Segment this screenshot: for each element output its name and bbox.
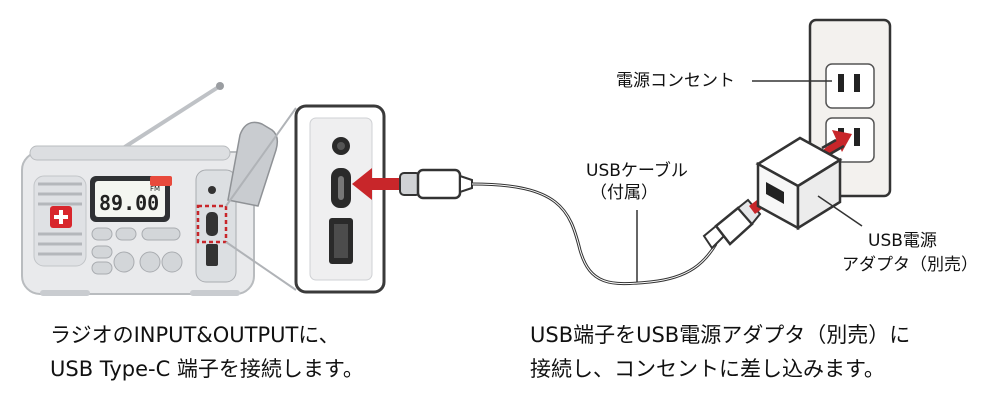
adapter-label-line1: USB電源 (868, 231, 937, 251)
left-caption-line2: USB Type-C 端子を接続します。 (50, 357, 364, 381)
insert-arrow-radio (352, 168, 402, 200)
radio-top-band (29, 145, 231, 161)
radio-antenna-tip (216, 82, 224, 90)
zoom-line-bottom (225, 241, 297, 291)
radio-illustration: 89.00 FM (21, 82, 279, 296)
adapter-label-line2: アダプタ（別売） (842, 255, 978, 275)
cable-label-line2: （付属） (590, 183, 658, 203)
radio-usb-a-port (206, 244, 218, 266)
lcd-screen (95, 181, 165, 217)
zoom-line-top (225, 107, 297, 207)
lcd-band: FM (150, 185, 160, 193)
right-caption-line1: USB端子をUSB電源アダプタ（別売）に (530, 323, 911, 347)
radio-usb-c-port (206, 212, 218, 236)
usb-power-adapter (755, 136, 845, 231)
radio-buttons (91, 176, 183, 275)
usb-a-plug (702, 198, 762, 250)
left-caption-line1: ラジオのINPUT&OUTPUTに、 (50, 323, 340, 347)
adapter-label-leader (817, 195, 863, 227)
right-caption-line2: 接続し、コンセントに差し込みます。 (530, 357, 885, 381)
radio-antenna (118, 84, 222, 152)
port-highlight-box (196, 204, 228, 244)
usb-c-plug (399, 168, 473, 200)
lcd-frequency: 89.00 (99, 191, 159, 215)
headphone-jack (208, 186, 216, 194)
cable-label-line1: USBケーブル (586, 161, 688, 181)
port-closeup-panel (294, 104, 386, 294)
outlet-label: 電源コンセント (616, 71, 735, 91)
